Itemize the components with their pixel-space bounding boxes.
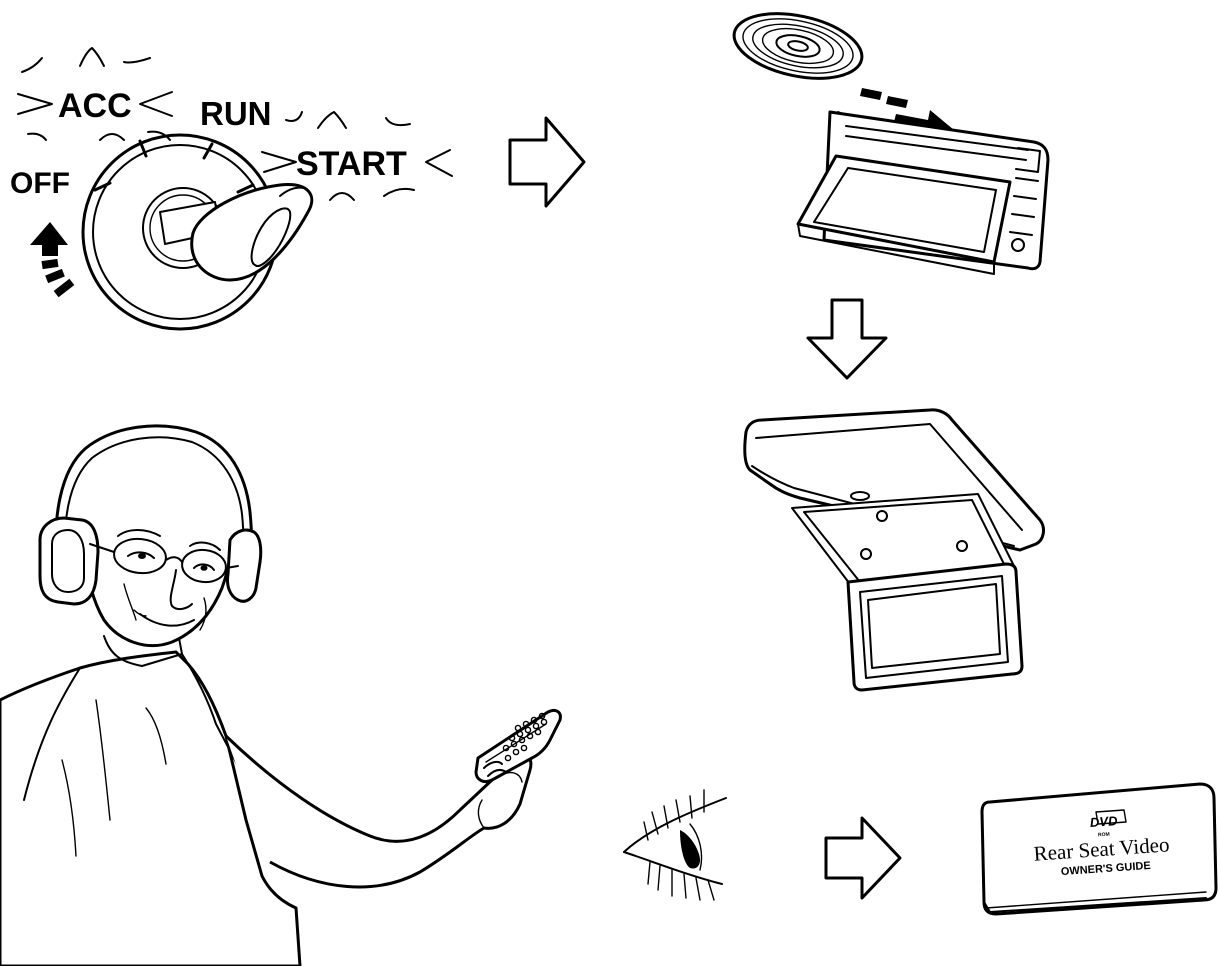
overhead-screen-icon — [745, 410, 1044, 690]
eye-icon — [624, 790, 726, 900]
ignition-acc-label: ACC — [58, 87, 132, 125]
ignition-start-label: START — [296, 145, 407, 183]
ignition-run-label: RUN — [200, 95, 272, 132]
ignition-off-label: OFF — [10, 167, 70, 200]
dvd-player-icon — [798, 112, 1048, 274]
manual-dvd-logo: DVD — [1089, 813, 1118, 830]
outline-arrow-right-icon — [510, 118, 584, 206]
disc-icon — [728, 3, 868, 89]
outline-arrow-right-icon — [826, 818, 900, 898]
outline-arrow-down-icon — [808, 300, 886, 378]
ignition-key-icon — [30, 135, 312, 329]
person-with-headphones-icon — [0, 426, 531, 966]
